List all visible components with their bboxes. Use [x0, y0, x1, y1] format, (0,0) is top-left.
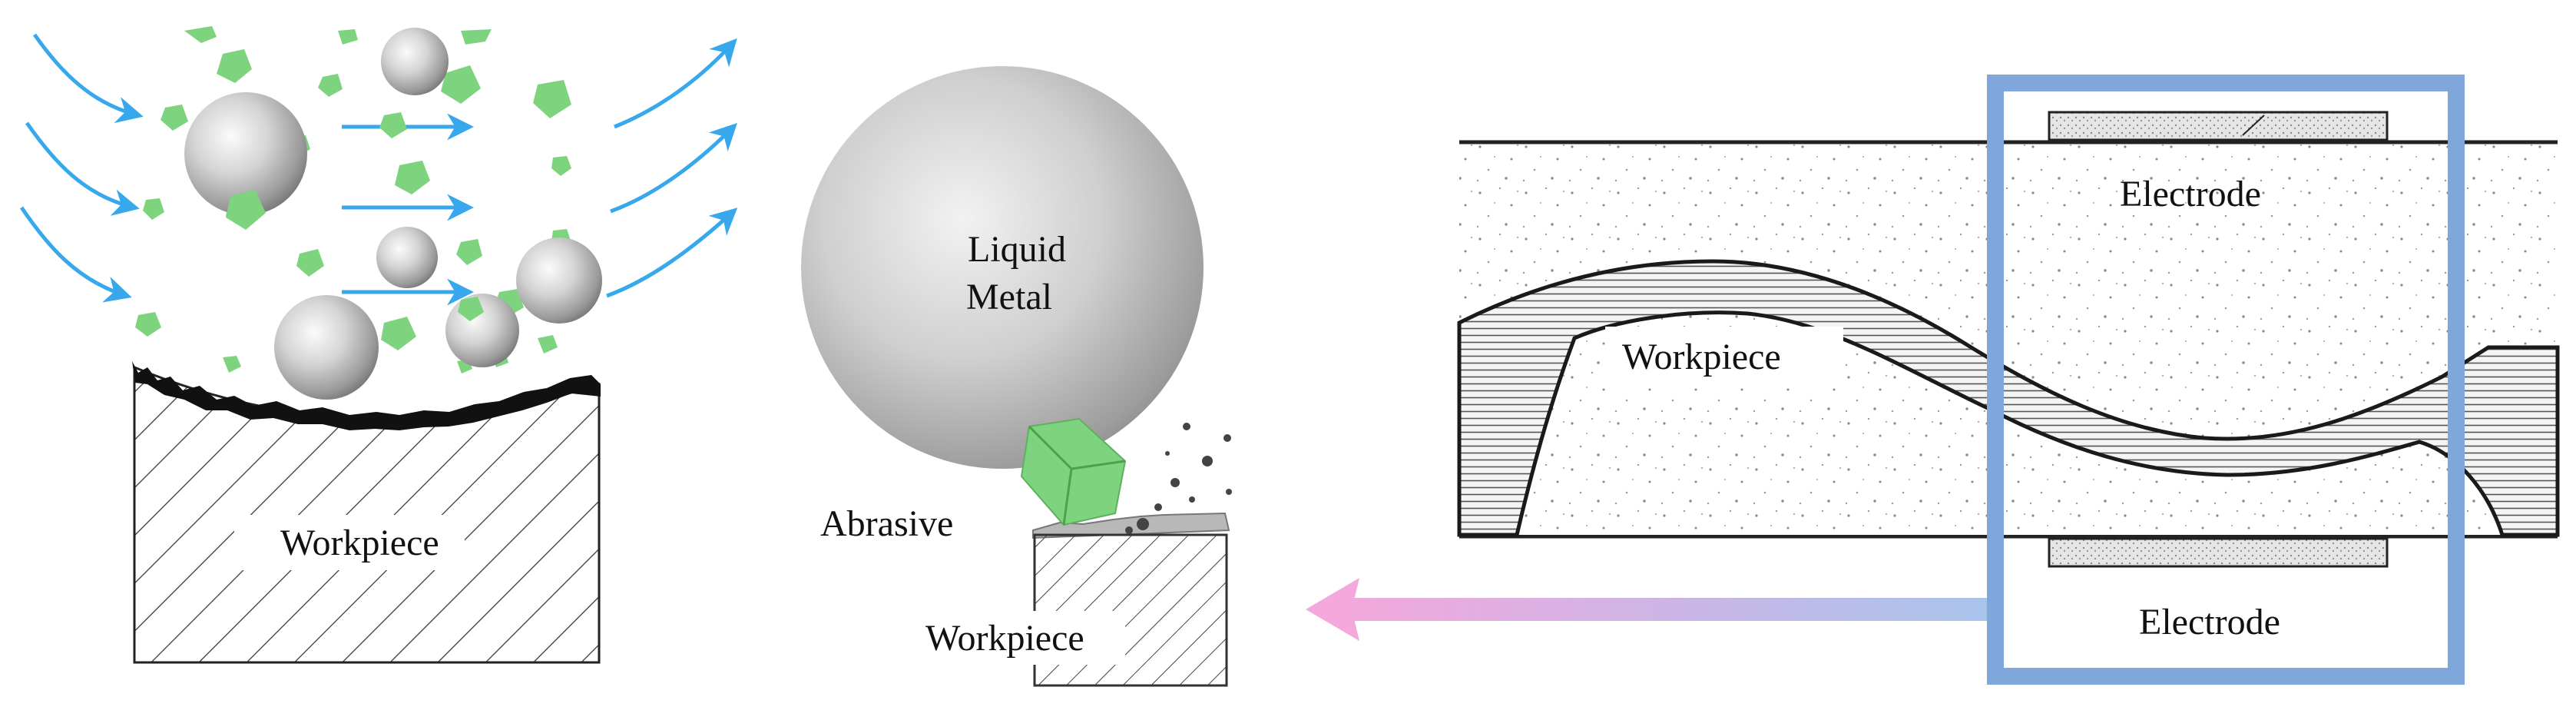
abrasive-particle: [551, 156, 571, 176]
debris-speck: [1202, 456, 1213, 466]
highlight-frame: [1987, 75, 2465, 685]
top-electrode-label: Electrode: [2120, 174, 2261, 214]
abrasive-particle: [161, 105, 188, 131]
abrasive-particle: [184, 26, 217, 43]
right-workpiece: [1457, 259, 2560, 537]
abrasive-cube-edges: [1028, 425, 1126, 526]
liquid-metal-sphere: [376, 227, 438, 288]
debris-speck: [1154, 503, 1162, 511]
left-panel: Workpiece: [19, 26, 738, 664]
inflow-arrow: [19, 206, 132, 303]
bottom-electrode-label: Electrode: [2139, 602, 2280, 642]
liquid-metal-sphere: [274, 295, 379, 400]
abrasive-particle: [456, 239, 482, 265]
outflow-arrows: [606, 38, 738, 298]
abrasive-particle: [533, 80, 571, 118]
liquid-metal-sphere: [381, 28, 449, 95]
debris-speck: [1125, 526, 1133, 534]
sphere-label-line2: Metal: [966, 277, 1052, 317]
inflow-arrow: [32, 33, 144, 124]
debris-speck: [1226, 489, 1232, 495]
transition-arrow-shaft: [1336, 598, 1993, 621]
abrasive-particle: [461, 29, 492, 45]
eroded-surface: [132, 361, 601, 430]
outflow-arrow: [606, 207, 738, 298]
outflow-arrow: [610, 123, 737, 214]
liquid-metal-sphere: [184, 92, 307, 215]
abrasive-label: Abrasive: [820, 503, 953, 544]
abrasive-particle: [395, 161, 430, 194]
liquid-metal-sphere: [445, 294, 519, 367]
sphere-label-line1: Liquid: [968, 229, 1066, 270]
transition-arrow: [1306, 578, 1993, 641]
debris: [1125, 423, 1232, 534]
debris-speck: [1165, 451, 1170, 456]
left-workpiece: Workpiece: [132, 361, 601, 664]
abrasive-particle: [296, 249, 324, 277]
abrasive-particle: [135, 312, 161, 337]
middle-panel: Liquid Metal Workpiece Abrasive: [801, 66, 1232, 687]
workpiece-label-bg: [1605, 327, 1843, 388]
workpiece-label-bg: [234, 515, 465, 570]
debris-speck: [1183, 423, 1190, 430]
outflow-arrow: [614, 38, 737, 129]
abrasive-particle: [458, 297, 484, 321]
abrasive-particle: [338, 29, 358, 45]
workpiece-label-bg: [918, 611, 1125, 665]
bottom-electrode: [2048, 537, 2389, 568]
right-workpiece-label: Workpiece: [1622, 337, 1781, 377]
abrasive-particle: [217, 49, 252, 83]
abrasive-particle: [223, 356, 241, 373]
middle-workpiece-label: Workpiece: [925, 618, 1084, 659]
abrasive-particle: [379, 112, 407, 138]
left-workpiece-label: Workpiece: [280, 523, 439, 563]
right-panel: Workpiece Electrode Electrode: [1457, 75, 2560, 685]
abrasive-cube: [1020, 417, 1127, 526]
liquid-metal-spheres: [184, 28, 602, 400]
liquid-metal-sphere: [516, 237, 602, 324]
abrasive-particle: [318, 74, 343, 97]
abrasive-particle: [381, 317, 416, 350]
abrasive-particle: [226, 190, 266, 230]
liquid-metal-big-sphere: [801, 66, 1204, 469]
debris-speck: [1170, 478, 1180, 487]
transition-arrow-head: [1306, 578, 1359, 641]
abrasive-particle: [538, 335, 558, 354]
abrasive-particle: [143, 198, 164, 220]
abrasive-particle: [441, 65, 481, 104]
debris-speck: [1223, 434, 1231, 442]
top-electrode: [2048, 111, 2389, 141]
inflow-arrow: [25, 121, 140, 216]
debris-speck: [1189, 496, 1195, 503]
inflow-arrows: [19, 33, 144, 303]
debris-speck: [1137, 518, 1149, 530]
top-electrode-crack: [2242, 115, 2265, 136]
